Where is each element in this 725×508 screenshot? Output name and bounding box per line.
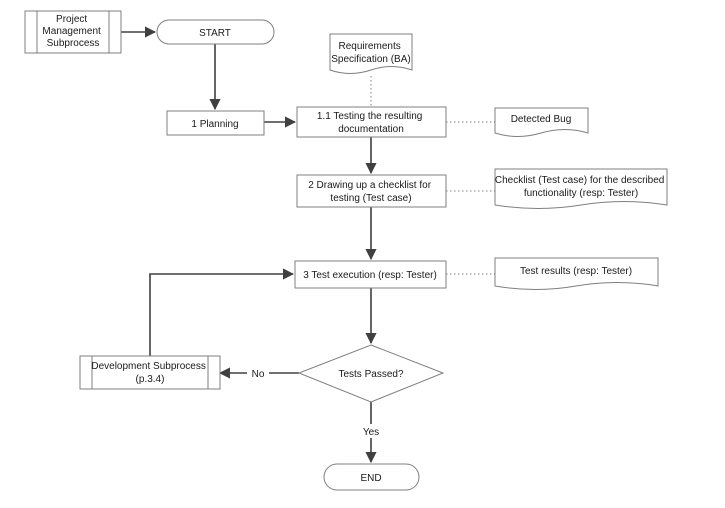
checklist-step-label: 2 Drawing up a checklist for testing (Te… xyxy=(308,180,434,204)
node-dev-subprocess: Development Subprocess (p.3.4) xyxy=(79,355,221,390)
node-testing-docs: 1.1 Testing the resulting documentation xyxy=(296,106,447,138)
node-detected-bug-doc: Detected Bug xyxy=(494,107,589,137)
node-start: START xyxy=(156,19,275,45)
node-pm-subprocess: Project Management Subprocess xyxy=(24,10,122,54)
start-label: START xyxy=(199,28,231,39)
test-execution-label: 3 Test execution (resp: Tester) xyxy=(303,270,437,281)
test-results-label: Test results (resp: Tester) xyxy=(520,266,632,277)
node-requirements-doc: Requirements Specification (BA) xyxy=(329,33,413,74)
yes-label-bg xyxy=(358,424,384,438)
planning-label: 1 Planning xyxy=(191,119,238,130)
testing-docs-label: 1.1 Testing the resulting documentation xyxy=(317,111,425,135)
detected-bug-label: Detected Bug xyxy=(511,114,572,125)
node-checklist-step: 2 Drawing up a checklist for testing (Te… xyxy=(296,174,447,208)
node-test-execution: 3 Test execution (resp: Tester) xyxy=(294,260,447,289)
requirements-label: Requirements Specification (BA) xyxy=(331,41,410,65)
pm-subprocess-label: Project Management Subprocess xyxy=(42,14,103,49)
node-end: END xyxy=(323,463,420,491)
connectors xyxy=(121,26,495,464)
edge-dev-loop-back xyxy=(149,268,295,356)
end-label: END xyxy=(360,473,381,484)
checklist-doc-label: Checklist (Test case) for the described … xyxy=(495,175,667,199)
node-tests-passed-decision: Tests Passed? xyxy=(297,344,445,403)
node-planning: 1 Planning xyxy=(166,110,265,136)
tests-passed-label: Tests Passed? xyxy=(338,369,403,380)
edge-label-no: No xyxy=(252,369,265,380)
no-label-bg xyxy=(247,366,269,380)
dev-subprocess-label: Development Subprocess (p.3.4) xyxy=(91,361,208,385)
node-test-results-doc: Test results (resp: Tester) xyxy=(494,257,659,290)
edge-label-yes: Yes xyxy=(363,427,379,438)
node-checklist-doc: Checklist (Test case) for the described … xyxy=(494,168,668,209)
